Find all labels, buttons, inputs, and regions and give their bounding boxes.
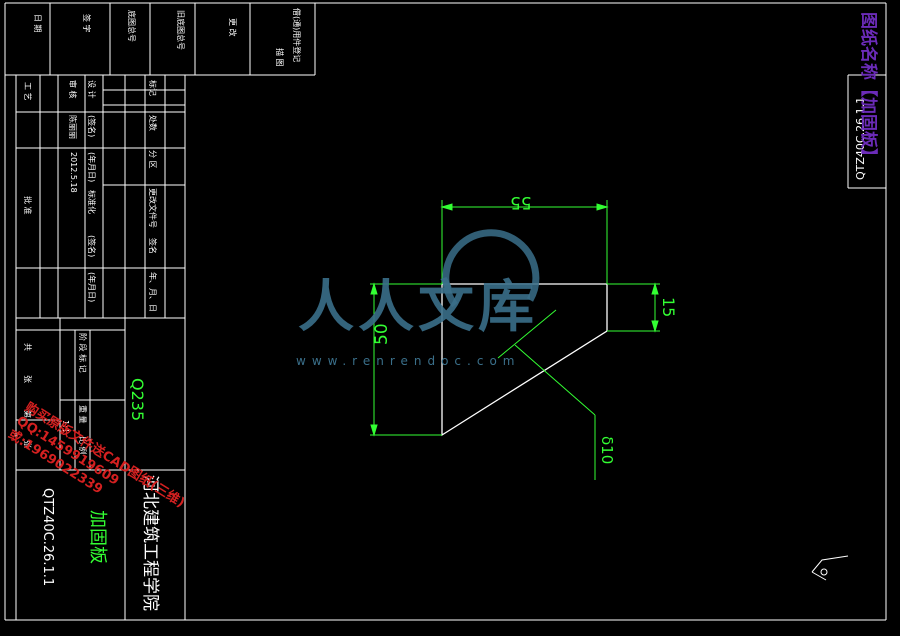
- side-drawing-name: 图纸名称【加固板】: [858, 12, 878, 165]
- label-borrowed-parts: 借(通)用件登记: [292, 8, 301, 63]
- material-label: Q235: [128, 378, 147, 422]
- label-stage-mark: 阶 段 标 记: [78, 333, 87, 373]
- label-date: 日 期: [33, 14, 42, 33]
- label-sign: 签名: [148, 238, 157, 254]
- label-ymd: 年、月、日: [148, 272, 157, 312]
- part-name-label: 加固板: [87, 510, 108, 564]
- label-design-date: (年月日): [87, 152, 96, 183]
- label-standard: 标准化: [87, 190, 96, 214]
- drawing-number: QTZ40C.26.1.1: [40, 488, 55, 587]
- design-date: 2012.5.18: [69, 152, 78, 193]
- label-approve: 批 准: [23, 196, 32, 215]
- label-total: 共: [23, 343, 32, 351]
- watermark-url: www.renrendoc.com: [296, 354, 521, 368]
- dim-right: 15: [659, 297, 678, 318]
- label-standard-date: (年月日): [87, 272, 96, 303]
- label-change-file: 更改文件号: [148, 188, 157, 228]
- dim-thickness: δ10: [598, 436, 616, 465]
- roughness-symbol: [811, 555, 849, 581]
- label-tracing: 描 图: [275, 48, 284, 67]
- label-sheets: 张: [23, 375, 32, 383]
- label-change: 更 改: [228, 18, 237, 37]
- label-base-map-no: 底图总号: [127, 10, 136, 42]
- label-zone: 分 区: [148, 150, 157, 169]
- label-weight: 重 量: [78, 405, 87, 424]
- dimension-lines: [370, 200, 660, 480]
- designer-name: 陈丽丽: [68, 115, 77, 139]
- label-review: 审 核: [68, 80, 77, 99]
- side-strip-frame: [847, 74, 886, 189]
- label-count: 处数: [148, 115, 157, 131]
- title-block-grid: [15, 75, 186, 620]
- label-process: 工 艺: [23, 82, 32, 101]
- watermark-logo: [442, 229, 540, 308]
- watermark-brand: 人人文库: [298, 274, 538, 340]
- label-mark: 标记: [148, 80, 157, 96]
- label-standard-sign: (签名): [87, 235, 96, 258]
- dim-top: 55: [510, 192, 532, 212]
- label-signature: 签 字: [82, 14, 91, 33]
- top-strip-grid: [5, 3, 316, 76]
- label-design: 设 计: [87, 80, 96, 99]
- label-old-base-map-no: 旧底图总号: [176, 10, 185, 50]
- label-design-sign: (签名): [87, 115, 96, 138]
